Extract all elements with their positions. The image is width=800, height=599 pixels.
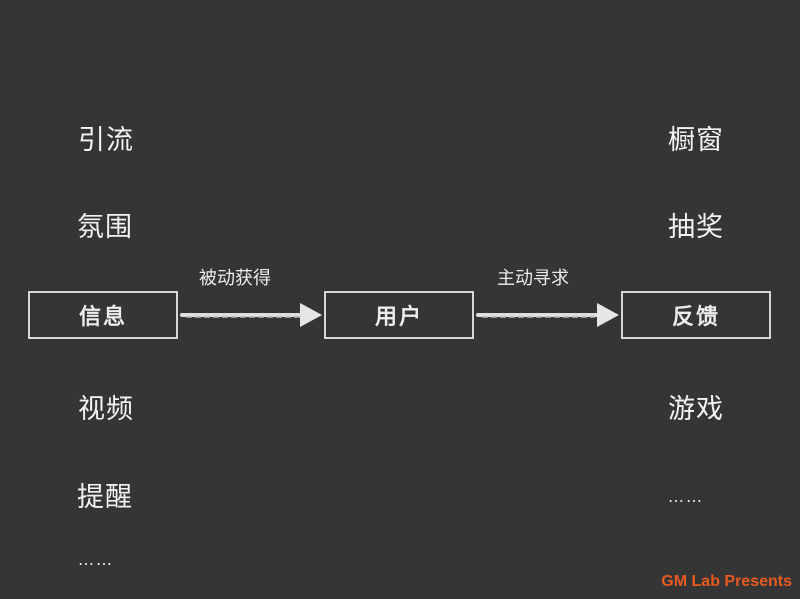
left-item-yinliu: 引流: [78, 125, 134, 156]
right-item-youxi: 游戏: [668, 394, 724, 425]
edge-label-passive: 被动获得: [199, 268, 271, 289]
brand-credit: GM Lab Presents: [661, 573, 792, 590]
right-more-ellipsis: ……: [668, 487, 704, 506]
edge-label-active: 主动寻求: [497, 268, 569, 289]
left-more-ellipsis: ……: [78, 550, 114, 569]
left-item-shipin: 视频: [78, 394, 134, 425]
node-info: 信息: [28, 291, 178, 339]
right-item-chuchuang: 橱窗: [668, 125, 724, 156]
arrow-user-to-feedback: [476, 303, 619, 327]
right-item-choujiang: 抽奖: [668, 212, 724, 243]
left-item-fenwei: 氛围: [77, 212, 133, 243]
arrow-info-to-user: [180, 303, 322, 327]
node-user: 用户: [324, 291, 474, 339]
left-item-tixing: 提醒: [77, 482, 133, 513]
node-feedback: 反馈: [621, 291, 771, 339]
